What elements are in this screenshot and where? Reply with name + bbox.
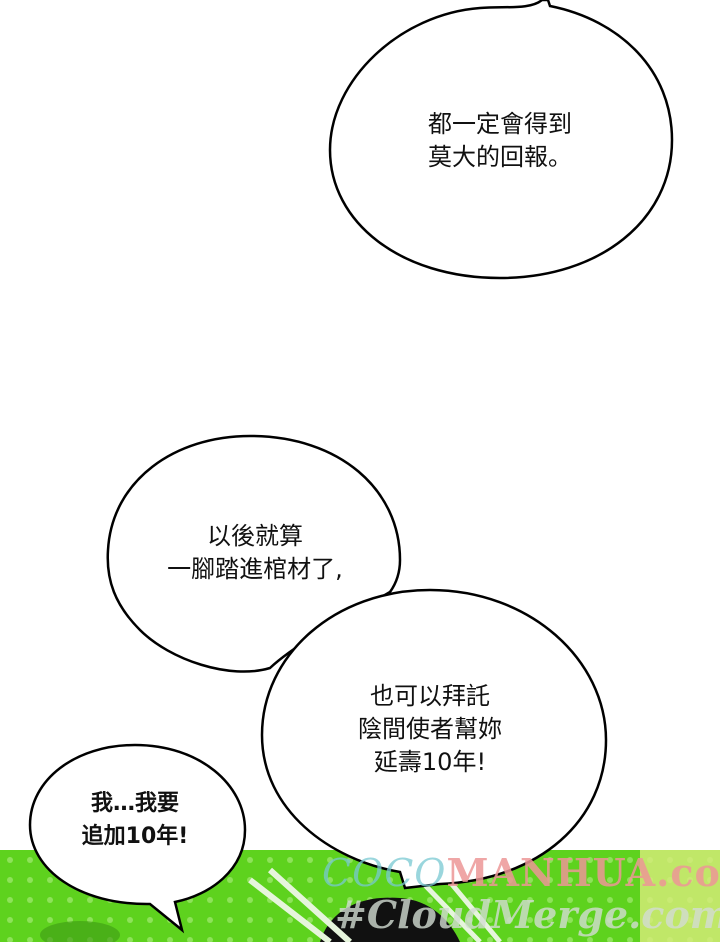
watermark-site: MANHUA.com bbox=[446, 850, 720, 895]
bubble-left-shape bbox=[28, 743, 247, 934]
bubble-line: 莫大的回報。 bbox=[428, 143, 572, 171]
bubble-line: 也可以拜託 bbox=[370, 682, 490, 710]
bubble-line: 追加10年! bbox=[81, 824, 189, 849]
bubble-line: 一腳踏進棺材了, bbox=[167, 555, 343, 583]
watermark-primary: COCOMANHUA.com bbox=[322, 850, 720, 895]
bubble-middle-shape bbox=[106, 434, 402, 673]
bubble-line: 陰間使者幫妳 bbox=[358, 715, 502, 743]
bubble-top-shape bbox=[328, 0, 674, 280]
bubble-line: 我…我要 bbox=[90, 791, 179, 816]
bubble-line: 以後就算 bbox=[207, 522, 303, 550]
bubble-line: 都一定會得到 bbox=[428, 110, 572, 138]
bubble-right-text: 也可以拜託 陰間使者幫妳 延壽10年! bbox=[330, 680, 530, 779]
watermark-secondary: #CloudMerge.com bbox=[335, 892, 720, 937]
watermark-prefix: COCO bbox=[322, 851, 447, 895]
bubble-top-text: 都一定會得到 莫大的回報。 bbox=[400, 108, 600, 174]
bubble-line: 延壽10年! bbox=[373, 748, 487, 776]
bubble-middle-text: 以後就算 一腳踏進棺材了, bbox=[140, 520, 370, 586]
bubble-left-text: 我…我要 追加10年! bbox=[60, 787, 210, 853]
bubble-right-shape bbox=[260, 588, 608, 890]
